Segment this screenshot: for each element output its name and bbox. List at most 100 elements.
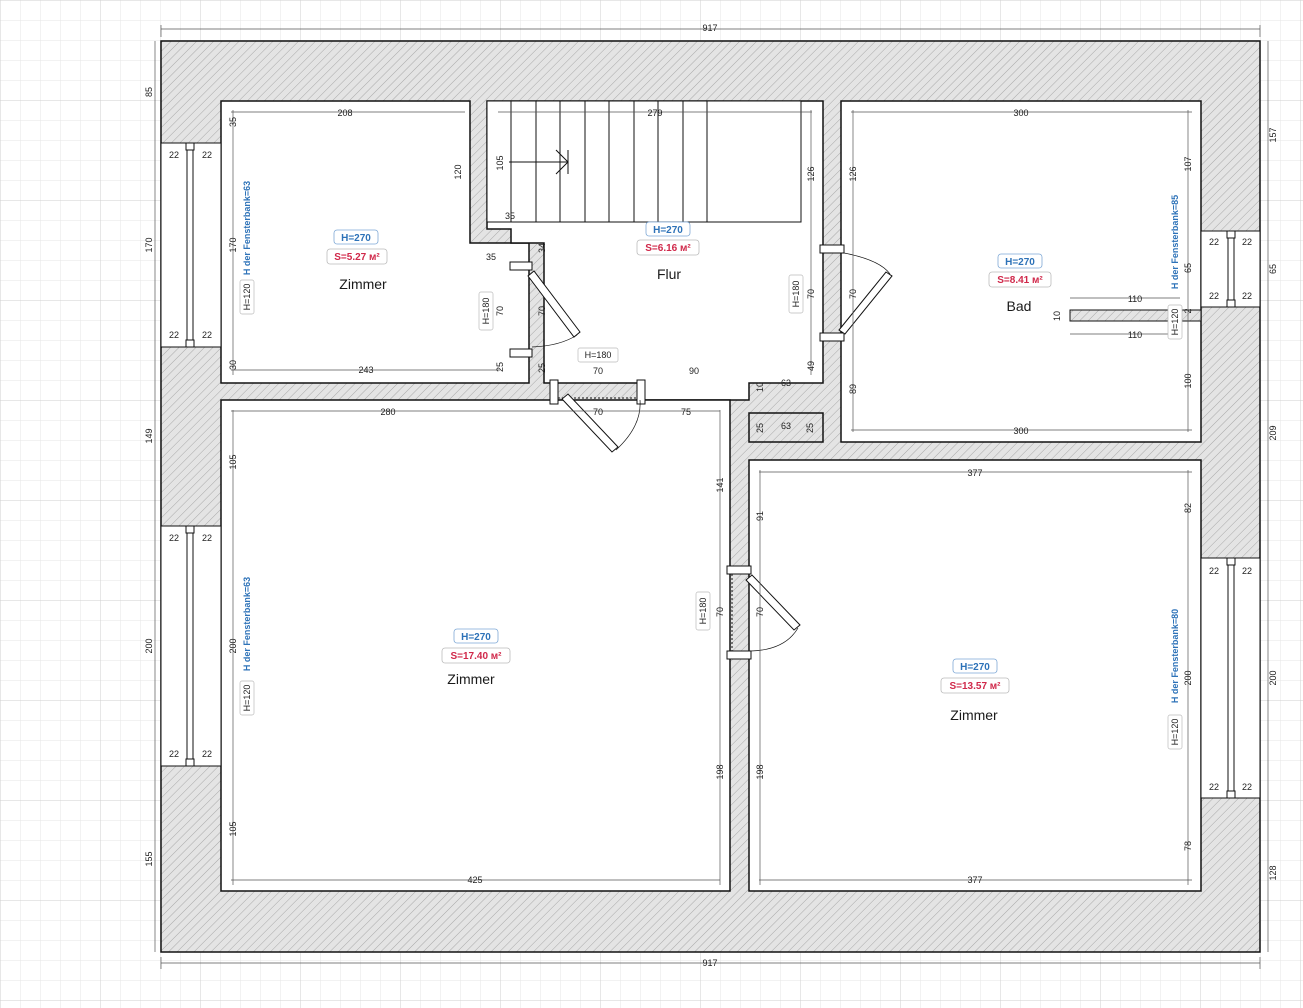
dim-small-25b: 25 [805,423,815,433]
dim-flur-70: 70 [593,366,603,376]
dim-win: 22 [202,533,212,543]
dim-z3-top: 377 [967,468,982,478]
door-label-zimmer-sw: H=180 [577,347,619,363]
dim-z1-top: 208 [337,108,352,118]
room-area: S=17.40 м² [450,651,502,662]
dim-flur-63: 63 [781,378,791,388]
dim-left-170: 170 [144,237,154,252]
dim-bad-107: 107 [1183,156,1193,171]
dim-bad-top: 300 [1013,108,1028,118]
dim-z3-91: 91 [755,511,765,521]
dim-win: 22 [1242,566,1252,576]
window-height-label: H=120 [1170,719,1180,746]
door-bad[interactable] [819,244,893,342]
dim-z3-70: 70 [755,607,765,617]
dim-small-63: 63 [781,421,791,431]
dim-z1-170: 170 [228,237,238,252]
room-name: Zimmer [950,707,998,723]
dim-bad-126: 126 [848,166,858,181]
dim-win: 22 [1242,782,1252,792]
dim-z3-bottom: 377 [967,875,982,885]
dim-z2-200: 200 [228,638,238,653]
dim-left-85: 85 [144,87,154,97]
dim-flur-49: 49 [806,361,816,371]
dim-z1-35: 35 [228,117,238,127]
dim-bottom: 917 [702,958,717,968]
dim-z3-78: 78 [1183,841,1193,851]
window-west-upper[interactable] [160,142,222,348]
dim-bad-70b: 70 [848,289,858,299]
room-label-zimmer-se: H=270 S=13.57 м² Zimmer [940,658,1010,723]
dim-win: 22 [1209,782,1219,792]
dim-win: 22 [169,749,179,759]
dim-z1-120: 120 [453,164,463,179]
dim-bad-110a: 110 [1128,294,1142,304]
dim-bad-2: 2 [1183,308,1193,313]
window-east-bad[interactable] [1200,230,1261,308]
dim-bad-70: 70 [806,289,816,299]
dim-left-155: 155 [144,851,154,866]
dim-right-65: 65 [1268,264,1278,274]
dim-z2-198: 198 [715,764,725,779]
dim-right-200: 200 [1268,670,1278,685]
dim-win: 22 [1209,237,1219,247]
window-sill-label: H der Fensterbank=63 [242,577,252,671]
door-zimmer-se[interactable] [726,565,801,660]
door-zimmer-nw[interactable] [509,261,581,358]
dim-z2-105b: 105 [228,821,238,836]
dim-z1-bottom: 243 [358,365,373,375]
room-bad-floor[interactable] [840,100,1202,443]
dim-flur-10: 10 [755,382,765,392]
window-east-lower[interactable] [1200,557,1261,799]
dim-z2-top: 280 [380,407,395,417]
dim-top: 917 [702,23,717,33]
dim-win: 22 [1209,291,1219,301]
room-area: S=5.27 м² [334,252,380,263]
staircase [486,100,802,223]
window-west-lower[interactable] [160,525,222,767]
dim-z1-30: 30 [228,360,238,370]
door-zimmer-sw[interactable] [549,379,646,453]
dim-z2-105a: 105 [228,454,238,469]
dim-z3-198: 198 [755,764,765,779]
door-height-label: H=180 [791,281,801,308]
window-sill-label: H der Fensterbank=63 [242,181,252,275]
window-height-label: H=120 [242,685,252,712]
dim-bad-89: 89 [848,384,858,394]
window-label-east-bad: H der Fensterbank=85 H=120 [1167,195,1183,340]
shaft-box [748,412,824,443]
room-height: H=270 [341,233,371,244]
dim-z2-75: 75 [681,407,691,417]
dim-z1-70: 70 [495,306,505,316]
dim-bad-10: 10 [1052,311,1062,321]
room-height: H=270 [461,632,491,643]
dim-bad-110b: 110 [1128,330,1142,340]
room-height: H=270 [1005,257,1035,268]
dim-right-157: 157 [1268,127,1278,142]
dim-win: 22 [1242,291,1252,301]
room-area: S=13.57 м² [949,681,1001,692]
door-label-zimmer-nw: H=180 [478,291,494,331]
dim-z3-200: 200 [1183,670,1193,685]
window-height-label: H=120 [242,284,252,311]
dim-z2-70b: 70 [715,607,725,617]
dim-z1-34: 34 [537,243,547,253]
dim-flur-126: 126 [806,166,816,181]
dim-z2-70: 70 [593,407,603,417]
window-sill-label: H der Fensterbank=85 [1170,195,1180,289]
room-zimmer-se-floor[interactable] [748,459,1202,892]
dim-win: 22 [169,330,179,340]
room-zimmer-sw-floor[interactable] [220,399,731,892]
room-label-zimmer-nw: H=270 S=5.27 м² Zimmer [326,229,388,292]
door-height-label: H=180 [481,298,491,325]
window-label-west-upper: H der Fensterbank=63 H=120 [239,181,255,315]
dim-small-25a: 25 [755,423,765,433]
room-label-flur: H=270 S=6.16 м² Flur [636,221,700,282]
dim-z3-82: 82 [1183,503,1193,513]
dim-bad-65: 65 [1183,263,1193,273]
door-label-zimmer-se: H=180 [695,591,711,631]
room-height: H=270 [653,225,683,236]
dim-z1-35c: 35 [486,252,496,262]
dim-flur-90: 90 [689,366,699,376]
room-height: H=270 [960,662,990,673]
